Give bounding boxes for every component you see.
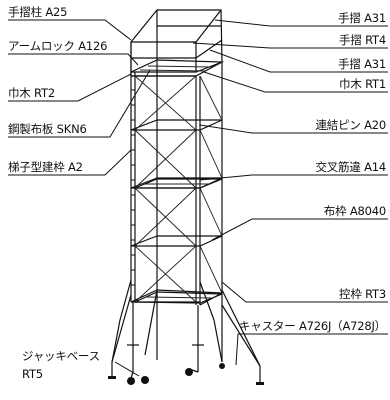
label-toeboard-rt1: 巾木 RT1 <box>339 77 386 91</box>
leader-lines-left <box>8 19 151 377</box>
label-caster: キャスター A726J（A728J） <box>239 319 386 333</box>
caster-wheels <box>127 363 225 385</box>
outriggers <box>111 279 261 367</box>
leader-lines-right <box>192 19 388 366</box>
legs-and-casters <box>127 290 223 372</box>
label-outrigger: 控枠 RT3 <box>339 287 386 301</box>
label-arm-lock: アームロック A126 <box>8 39 108 53</box>
label-ladder-frame: 梯子型建枠 A2 <box>8 160 83 174</box>
label-cloth-frame: 布枠 A8040 <box>323 204 386 218</box>
label-cross-brace: 交叉筋違 A14 <box>315 160 386 174</box>
label-handrail-post: 手摺柱 A25 <box>8 5 68 19</box>
outrigger-feet <box>108 362 264 385</box>
label-steel-plank: 鋼製布板 SKN6 <box>8 122 87 136</box>
label-handrail-a31-top: 手摺 A31 <box>338 11 386 25</box>
label-handrail-rt4: 手摺 RT4 <box>339 33 386 47</box>
label-connecting-pin: 連結ピン A20 <box>315 118 386 132</box>
guardrail-frame <box>130 9 223 73</box>
walk-boards <box>134 178 223 304</box>
ladder-rungs <box>131 89 135 286</box>
label-jack-base-line2: RT5 <box>22 367 43 381</box>
label-handrail-a31-second: 手摺 A31 <box>338 57 386 71</box>
label-toeboard-rt2: 巾木 RT2 <box>8 86 55 100</box>
label-jack-base-line1: ジャッキベース <box>22 349 100 363</box>
cross-braces <box>134 75 223 303</box>
